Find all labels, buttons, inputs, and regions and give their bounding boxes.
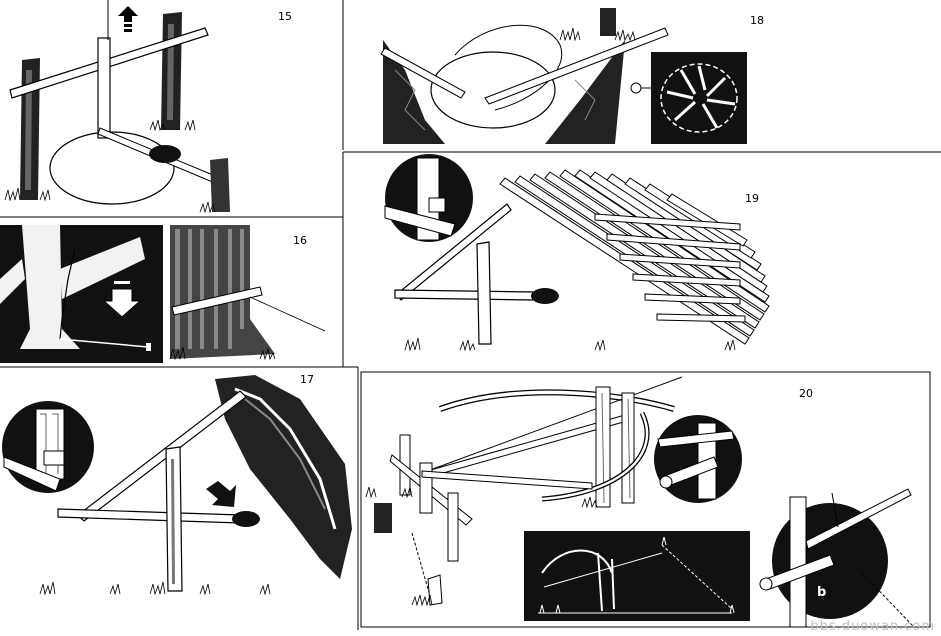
- figure-20-drawing: [365, 376, 915, 627]
- figure-17: 17: [0, 369, 357, 631]
- figure-number: 18: [750, 14, 764, 27]
- figure-number: 17: [300, 373, 314, 386]
- figure-15-drawing: [4, 0, 230, 214]
- figure-number: 16: [293, 234, 307, 247]
- figure-number: 15: [278, 10, 292, 23]
- figure-20: 20: [362, 373, 930, 627]
- inset-label-b: b: [817, 585, 827, 600]
- figure-number: 19: [745, 192, 759, 205]
- watermark: bbs.duowan.com: [810, 619, 935, 634]
- figure-16-drawing: [0, 225, 342, 365]
- figure-16: 16: [0, 219, 342, 365]
- figure-19: 19: [345, 154, 941, 366]
- figure-number: 20: [799, 387, 813, 400]
- figure-17-drawing: [2, 375, 352, 596]
- figure-19-drawing: [384, 154, 770, 352]
- figure-18-drawing: [380, 8, 747, 144]
- figure-18: 18: [345, 0, 941, 150]
- figure-15: 15: [0, 0, 340, 215]
- inset-label-a: a: [679, 468, 688, 483]
